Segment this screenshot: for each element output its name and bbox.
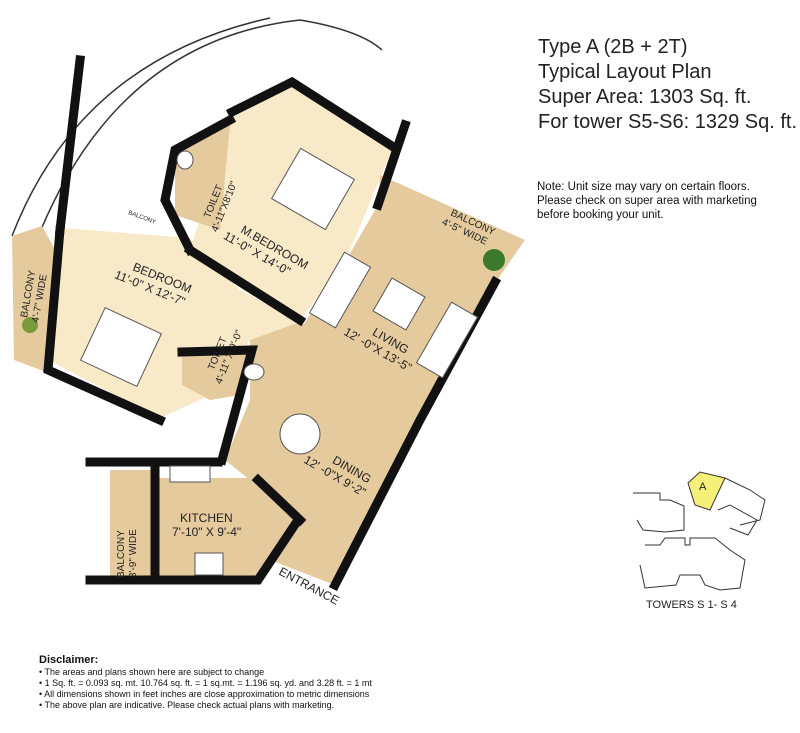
disclaimer-item: The above plan are indicative. Please ch… — [39, 700, 372, 711]
coffee-table-icon — [372, 277, 426, 331]
bed-icon — [270, 147, 356, 231]
balcony-kitchen-size: 3'-9" WIDE — [128, 529, 139, 578]
dining-table-icon — [279, 413, 321, 455]
balcony-small-label: BALCONY — [127, 210, 156, 225]
disclaimer-item: 1 Sq. ft. = 0.093 sq. mt. 10.764 sq. ft.… — [39, 678, 372, 689]
bed-icon — [79, 306, 163, 388]
disclaimer-item: The areas and plans shown here are subje… — [39, 667, 372, 678]
unit-a-highlight — [687, 471, 726, 511]
note-line: Note: Unit size may vary on certain floo… — [537, 181, 750, 193]
plant-icon — [22, 317, 38, 333]
stove-icon — [194, 552, 224, 576]
key-plan-caption: TOWERS S 1- S 4 — [646, 599, 737, 611]
kitchen-floor — [155, 478, 298, 578]
key-plan-unit-label: A — [699, 481, 707, 493]
key-plan: A TOWERS S 1- S 4 — [633, 471, 766, 611]
unit-type: Type A (2B + 2T) — [538, 36, 688, 58]
tower-area: For tower S5-S6: 1329 Sq. ft. — [538, 111, 798, 133]
kitchen-label: KITCHEN — [180, 511, 233, 525]
balcony-kitchen-label: BALCONY — [116, 530, 127, 578]
disclaimer-item: All dimensions shown in feet inches are … — [39, 689, 372, 700]
toilet1-floor — [175, 125, 230, 230]
sofa-icon — [415, 301, 479, 379]
dining-floor — [225, 322, 420, 585]
plant-icon — [483, 249, 505, 271]
note-line: Please check on super area with marketin… — [537, 195, 757, 207]
disclaimer-title: Disclaimer: — [39, 654, 99, 666]
kitchen-size: 7'-10" X 9'-4" — [172, 525, 241, 539]
plan-subtitle: Typical Layout Plan — [538, 61, 712, 83]
super-area: Super Area: 1303 Sq. ft. — [538, 86, 752, 108]
curved-facade — [39, 19, 383, 233]
washbasin-icon — [176, 150, 194, 170]
disclaimer: Disclaimer: The areas and plans shown he… — [39, 655, 372, 711]
note-line: before booking your unit. — [537, 209, 664, 221]
plan-title: Type A (2B + 2T) Typical Layout Plan Sup… — [538, 35, 797, 135]
washbasin-icon — [243, 363, 265, 381]
sink-icon — [169, 465, 211, 483]
note: Note: Unit size may vary on certain floo… — [537, 180, 757, 222]
balcony-kitchen-floor — [110, 470, 155, 580]
sofa-icon — [308, 251, 372, 329]
curved-facade-outer — [11, 17, 271, 237]
toilet2-floor — [182, 350, 252, 400]
